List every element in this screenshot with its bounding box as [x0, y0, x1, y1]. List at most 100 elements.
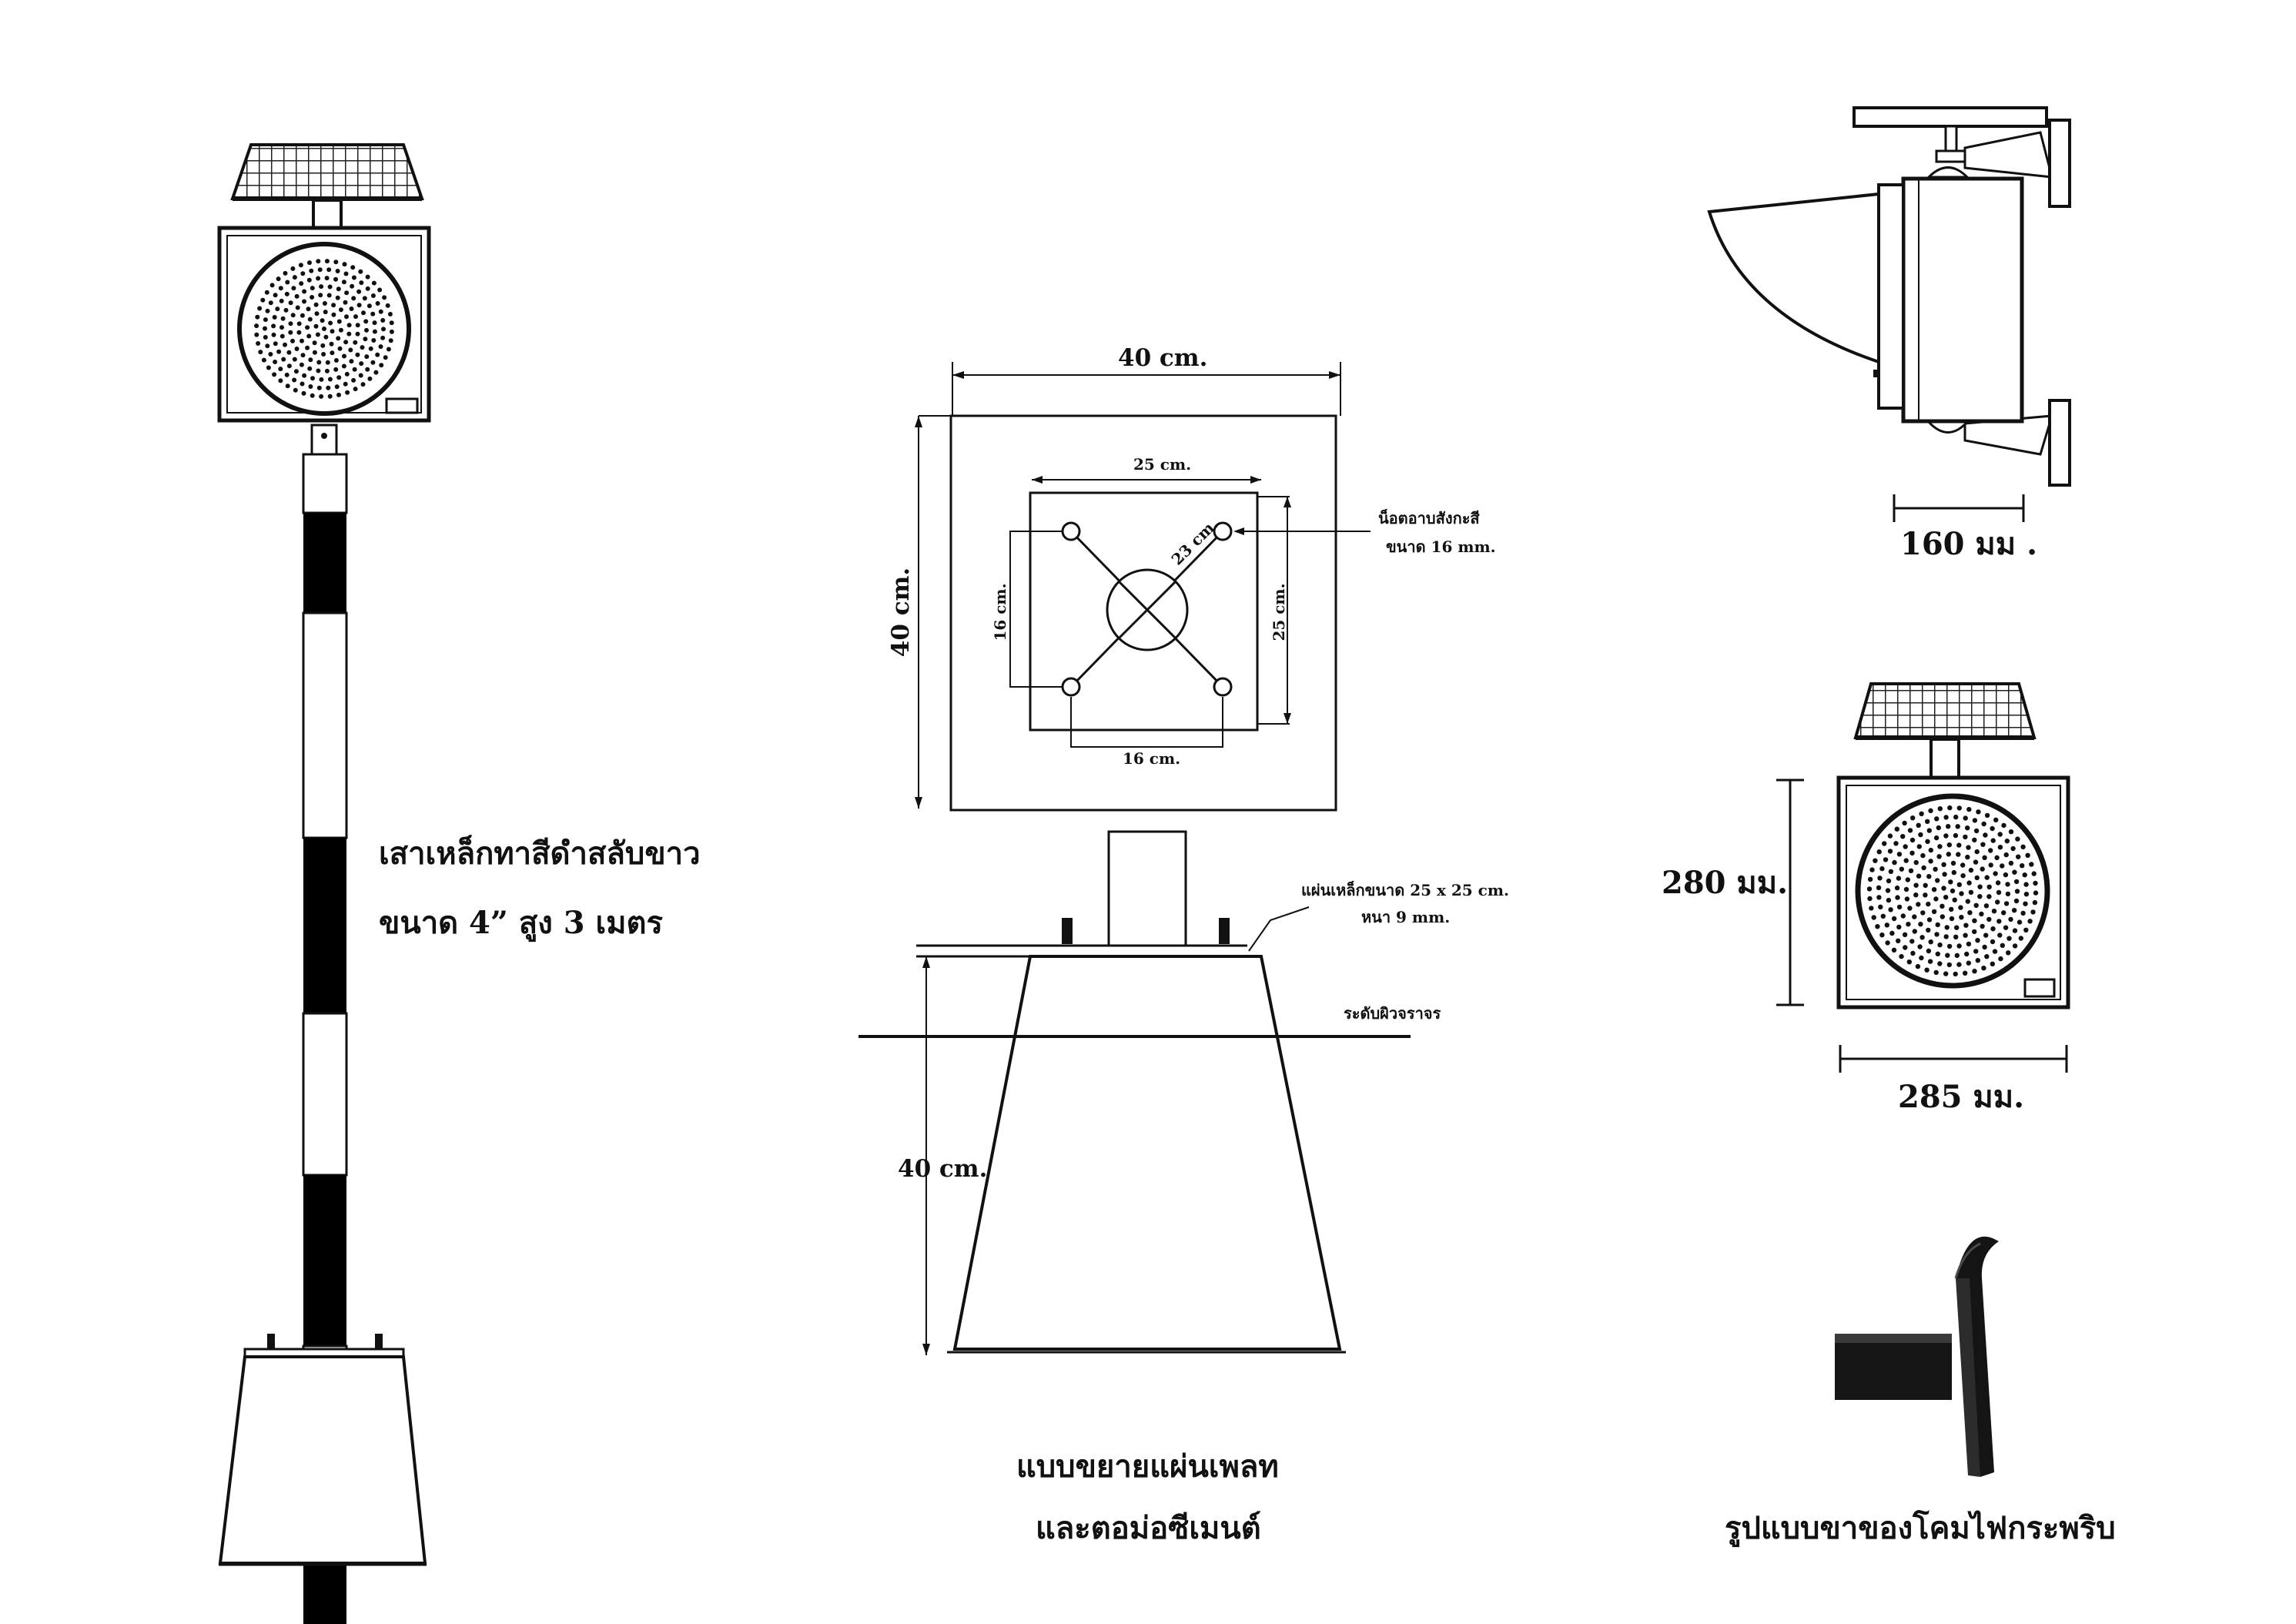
led-dot — [355, 352, 360, 357]
led-dot — [2013, 879, 2020, 885]
led-dot — [1952, 897, 1957, 902]
led-dot — [350, 265, 356, 270]
led-dot — [333, 358, 339, 363]
led-dot — [382, 295, 387, 300]
lamp-front-view — [1776, 682, 2070, 1073]
led-dot — [1894, 885, 1900, 891]
led-dot — [2005, 882, 2010, 887]
led-dot — [1949, 906, 1954, 912]
led-dot — [1913, 859, 1919, 866]
led-dot — [355, 323, 360, 328]
led-dot — [1884, 922, 1889, 928]
led-dot — [2012, 943, 2018, 949]
led-dot — [1903, 844, 1908, 849]
led-dot — [317, 267, 323, 273]
led-dot — [1966, 806, 1972, 812]
led-dot — [2020, 844, 2026, 850]
led-dot — [2029, 862, 2034, 867]
led-dot — [1977, 894, 1983, 899]
led-dot — [370, 293, 376, 298]
led-dot — [283, 307, 289, 313]
led-dot — [326, 385, 331, 390]
led-dot — [290, 338, 295, 343]
led-dot — [1946, 852, 1951, 857]
led-dot — [1990, 926, 1996, 932]
lamp-side-view — [1707, 106, 2071, 522]
led-dot — [319, 393, 324, 399]
led-dot — [1937, 844, 1943, 849]
led-dot — [1879, 933, 1885, 938]
led-dot — [308, 357, 313, 363]
steel-plate-note-line2: หนา 9 mm. — [1361, 908, 1450, 926]
pole-description-line2: ขนาด 4” สูง 3 เมตร — [379, 905, 663, 942]
led-dot — [1940, 914, 1945, 919]
led-array — [254, 259, 394, 399]
led-dot — [1960, 862, 1966, 868]
led-dot — [265, 343, 270, 349]
led-dot — [1964, 951, 1970, 957]
led-dot — [1877, 876, 1883, 881]
led-dot — [1915, 963, 1921, 969]
led-dot — [1965, 899, 1970, 904]
led-dot — [2020, 910, 2026, 916]
led-dot — [331, 303, 336, 308]
led-dot — [2001, 910, 2006, 916]
led-dot — [352, 367, 357, 372]
pole-description-line1: เสาเหล็กทาสีดำสลับขาว — [379, 834, 701, 872]
led-dot — [363, 319, 369, 324]
led-dot — [358, 269, 363, 274]
led-dot — [1965, 825, 1970, 831]
led-dot — [1876, 849, 1882, 855]
led-array — [1866, 805, 2039, 977]
led-dot — [1990, 961, 1995, 967]
led-dot — [1885, 888, 1891, 893]
led-dot — [323, 310, 328, 315]
led-dot — [302, 299, 306, 304]
led-dot — [263, 317, 268, 323]
led-dot — [1991, 909, 1997, 914]
led-dot — [1972, 818, 1978, 823]
led-dot — [273, 360, 278, 364]
led-dot — [1923, 892, 1928, 898]
led-dot — [305, 325, 310, 330]
led-dot — [1977, 884, 1983, 889]
led-dot — [1920, 910, 1926, 916]
led-dot — [1997, 845, 2003, 850]
led-dot — [1979, 911, 1984, 917]
led-dot — [1934, 816, 1940, 822]
led-dot — [1879, 866, 1885, 872]
led-dot — [1972, 969, 1977, 974]
led-dot — [314, 311, 320, 316]
bolt-hole — [1061, 677, 1081, 697]
led-dot — [370, 360, 376, 365]
led-dot — [1963, 933, 1968, 938]
led-dot — [1886, 878, 1892, 884]
led-dot — [285, 383, 290, 389]
led-dot — [336, 286, 341, 292]
led-dot — [2000, 863, 2005, 869]
led-dot — [1926, 927, 1931, 933]
led-dot — [307, 260, 312, 266]
led-dot — [346, 331, 352, 337]
led-dot — [1946, 962, 1952, 968]
led-dot — [344, 371, 350, 377]
led-dot — [2003, 852, 2009, 858]
led-dot — [365, 274, 370, 280]
right-caption: รูปแบบขาของโคมไฟกระพริบ — [1725, 1510, 2116, 1547]
led-dot — [1937, 942, 1943, 948]
led-dot — [316, 259, 321, 264]
led-dot — [263, 335, 268, 340]
led-dot — [1896, 938, 1901, 944]
led-dot — [1995, 880, 2001, 886]
led-dot — [321, 352, 326, 357]
led-dot — [310, 286, 315, 291]
led-dot — [1953, 832, 1959, 839]
led-dot — [323, 334, 329, 340]
led-dot — [1946, 842, 1952, 848]
led-dot — [360, 382, 366, 387]
led-dot — [1974, 849, 1980, 855]
led-dot — [1990, 939, 1996, 945]
led-dot — [330, 350, 335, 356]
led-dot — [2033, 890, 2039, 896]
led-dot — [278, 286, 283, 291]
